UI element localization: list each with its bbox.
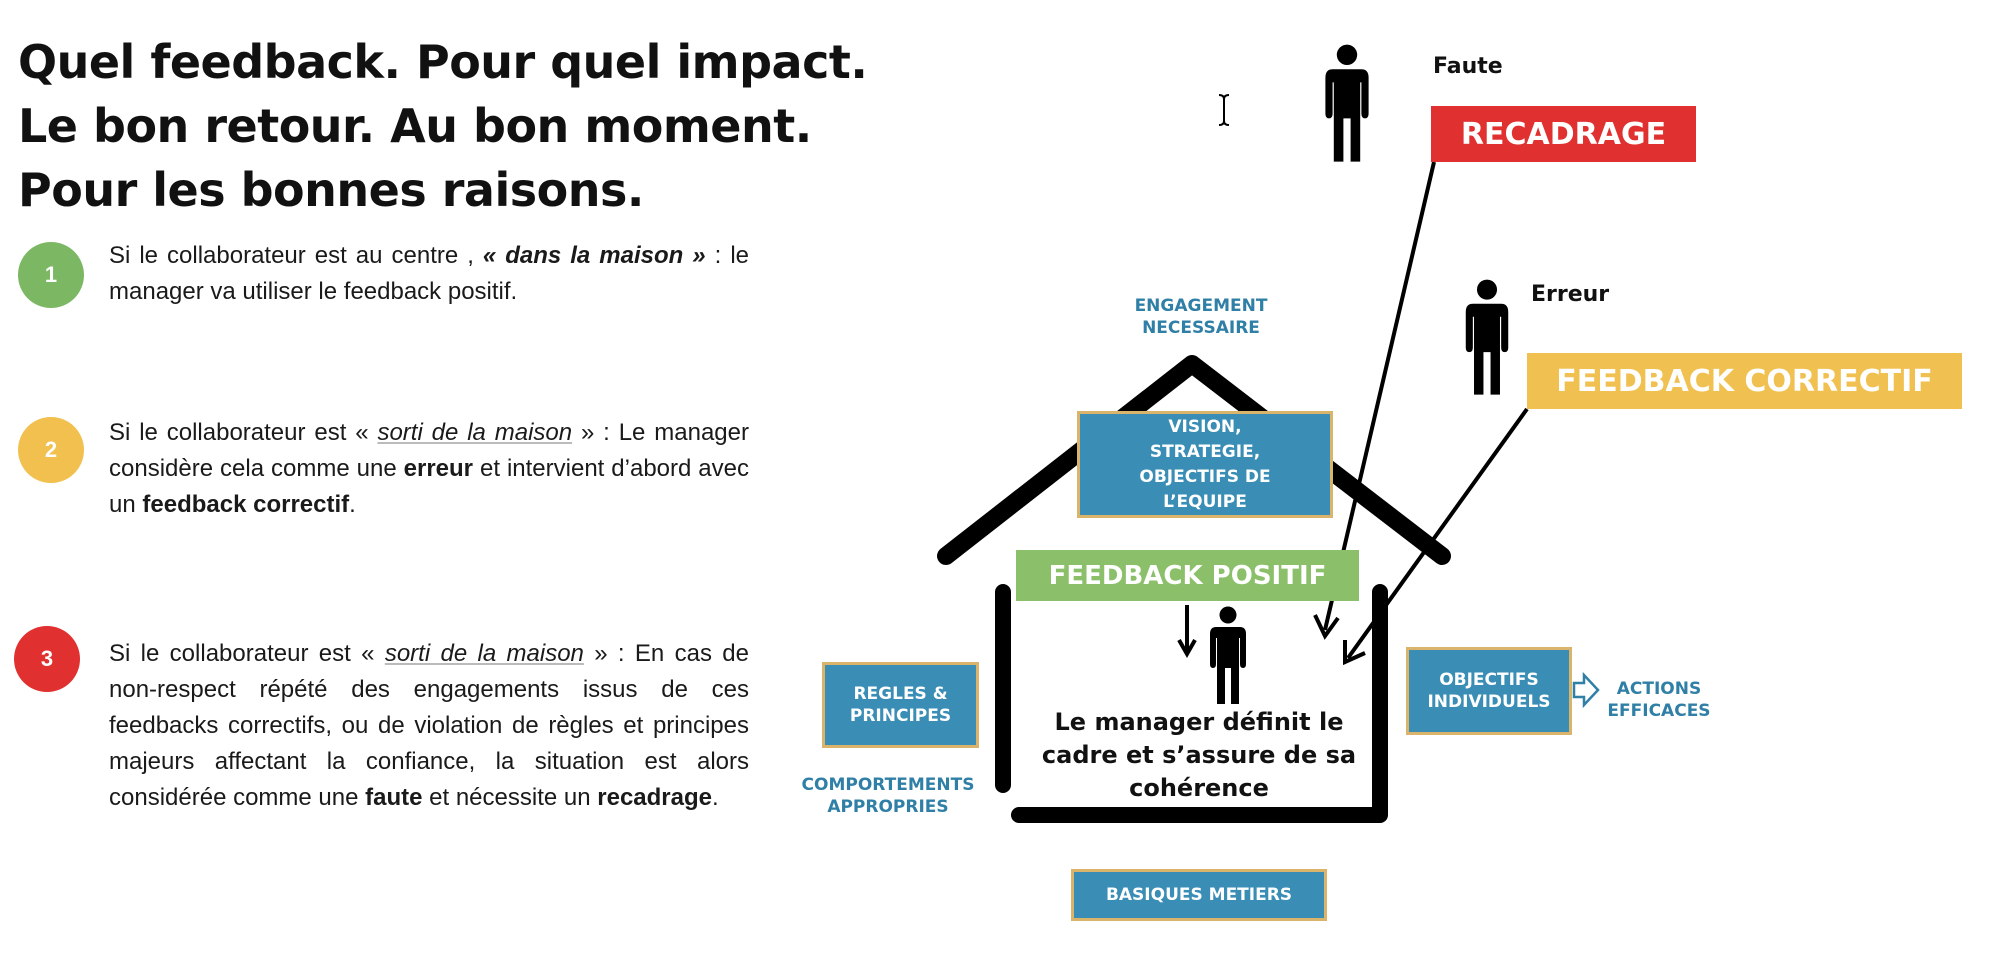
arrow-right-icon [1572,671,1600,709]
text: PRINCIPES [849,706,952,726]
text: ENGAGEMENT [1134,296,1268,316]
arrow-feedback-correctif [1346,407,1529,660]
text: cadre et s’assure de sa [1041,741,1357,769]
recadrage-box: RECADRAGE [1431,106,1696,162]
text: Si le collaborateur est « [109,640,385,667]
text: COMPORTEMENTS [801,775,975,795]
slide-title: Quel feedback. Pour quel impact. Le bon … [18,30,868,222]
text: . [349,491,356,518]
basiques-metiers-box: BASIQUES METIERS [1071,869,1327,921]
text: et nécessite un [422,784,598,811]
text: » : En cas de non-respect répété des eng… [109,640,749,811]
engagement-label: ENGAGEMENT NECESSAIRE [1101,295,1301,339]
title-line-2: Le bon retour. Au bon moment. [18,99,812,153]
number-badge-2: 2 [18,417,84,483]
text: APPROPRIES [827,797,949,817]
comportements-label: COMPORTEMENTS APPROPRIES [778,774,998,818]
text: L’EQUIPE [1163,491,1247,512]
actions-efficaces-label: ACTIONS EFFICACES [1594,678,1724,722]
text: cohérence [1129,774,1269,802]
text: OBJECTIFS [1439,670,1539,690]
text: INDIVIDUELS [1427,692,1551,712]
person-center-icon [1210,606,1246,704]
text: EFFICACES [1607,701,1711,721]
vision-box: VISION, STRATEGIE, OBJECTIFS DE L’EQUIPE [1077,411,1333,518]
title-line-1: Quel feedback. Pour quel impact. [18,35,868,89]
bold-term: feedback correctif [142,491,350,518]
person-faute-icon [1325,44,1369,162]
objectifs-individuels-box: OBJECTIFS INDIVIDUELS [1406,647,1572,735]
regles-box: REGLES & PRINCIPES [822,662,979,748]
erreur-label: Erreur [1531,282,1610,307]
text: NECESSAIRE [1142,318,1260,338]
text: OBJECTIFS DE [1139,466,1271,487]
text: . [712,784,719,811]
text: Si le collaborateur est « [109,419,378,446]
point-3-text: Si le collaborateur est « sorti de la ma… [109,636,749,816]
point-2-text: Si le collaborateur est « sorti de la ma… [109,415,749,523]
text: Si le collaborateur est au centre , [109,242,483,269]
person-erreur-icon [1465,279,1509,395]
text: et intervient d’abord avec un [109,455,749,518]
text: VISION, [1168,416,1242,437]
house-right-wall-floor [1011,584,1388,823]
text: STRATEGIE, [1149,441,1261,462]
text-cursor-icon [1218,94,1230,126]
emphasis: sorti de la maison [384,640,584,667]
point-1-text: Si le collaborateur est au centre , « da… [109,238,749,310]
feedback-correctif-box: FEEDBACK CORRECTIF [1527,353,1962,409]
emphasis: sorti de la maison [377,419,573,446]
number-badge-1: 1 [18,242,84,308]
emphasis: « dans la maison » [482,242,706,269]
number-badge-3: 3 [14,626,80,692]
title-line-3: Pour les bonnes raisons. [18,163,644,217]
faute-label: Faute [1433,54,1503,79]
text: » : Le manager considère cela comme une [109,419,749,482]
text: Le manager définit le [1054,708,1344,736]
bold-term: erreur [403,455,474,482]
text: REGLES & [853,684,948,704]
bold-term: recadrage [597,784,713,811]
bold-term: faute [365,784,423,811]
text: : le manager va utiliser le feedback pos… [109,242,749,305]
text: ACTIONS [1616,679,1702,699]
manager-text: Le manager définit le cadre et s’assure … [1029,706,1369,805]
feedback-positif-box: FEEDBACK POSITIF [1016,550,1359,601]
